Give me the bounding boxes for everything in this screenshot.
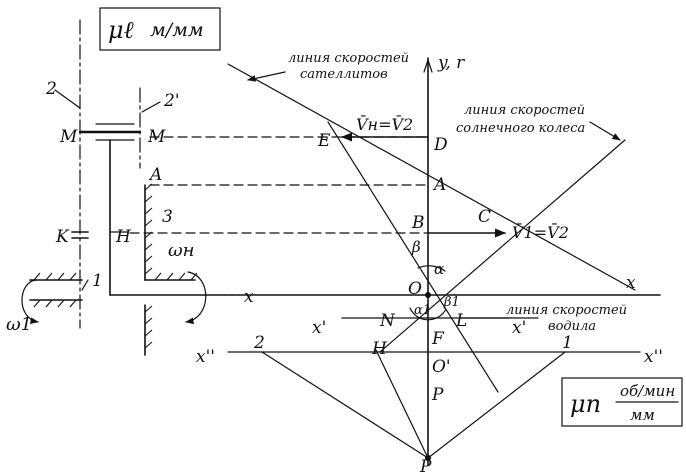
gear-1-label: 1 (92, 271, 103, 291)
axis-x1-left-label: x' (312, 318, 326, 338)
speed-point-1-label: 1 (562, 333, 573, 353)
axis-x-left-label: x (244, 287, 254, 307)
satellite-note-line2: сателлитов (300, 67, 388, 82)
point-b-label: B (411, 213, 425, 233)
axis-x1-right-label: x' (512, 318, 526, 338)
sun-note-line1: линия скоростей (464, 103, 585, 118)
angle-alpha1-label: α1 (414, 303, 431, 318)
point-f-label: F (431, 329, 445, 349)
carrier-note-line2: водила (548, 319, 596, 334)
axis-x2-left-label: x'' (196, 347, 215, 367)
point-d-label: D (433, 135, 448, 155)
axis-y-label: y, r (437, 53, 465, 73)
point-m-left-label: M (59, 127, 78, 147)
mu-l-units: м/мм (150, 19, 204, 41)
angle-beta1-label: β1 (443, 295, 460, 310)
mu-n-label: μn (570, 390, 601, 418)
point-a-label: A (432, 175, 446, 195)
velocity-plan (227, 57, 661, 466)
point-oprime-label: O' (432, 357, 451, 377)
angle-beta-label: β (411, 238, 421, 256)
diagram-labels: y, r x x x' x' x'' x'' M M K H A 2 2' 3 … (6, 51, 663, 475)
vector-vh-v2-label: V̄н=V̄2 (356, 113, 413, 134)
point-p-bottom-label: P (419, 457, 432, 475)
speed-scale-box: μn об/мин мм (561, 377, 683, 427)
point-m-right-label: M (147, 127, 166, 147)
speed-point-2-label: 2 (253, 333, 265, 353)
mu-n-units-top: об/мин (620, 382, 675, 400)
mu-l-label: μℓ (108, 16, 134, 44)
satellite-note-line1: линия скоростей (288, 51, 409, 66)
point-p-mid-label: P (431, 385, 444, 405)
length-scale-box: μℓ м/мм (99, 7, 221, 51)
omega-1-label: ω1 (6, 314, 32, 335)
carrier-note-line1: линия скоростей (506, 303, 627, 318)
axis-x2-right-label: x'' (644, 347, 663, 367)
gear-2p-label: 2' (163, 91, 180, 111)
axis-x-right-label: x (626, 273, 636, 293)
point-k-label: K (55, 227, 70, 247)
gear-3-label: 3 (162, 207, 173, 227)
sun-note-line2: солнечного колеса (456, 121, 585, 136)
point-l-label: L (455, 311, 467, 331)
mu-n-units-bottom: мм (630, 406, 655, 424)
point-o-label: O (408, 279, 422, 299)
angle-alpha-label: α (434, 260, 444, 278)
point-e-label: E (317, 131, 331, 151)
point-a-mech-label: A (148, 165, 162, 185)
vector-v1-v2-label: V̄1=V̄2 (512, 221, 569, 242)
speed-point-h-label: H (371, 339, 388, 359)
point-c-label: C (478, 207, 491, 227)
point-n-label: N (379, 311, 396, 331)
gear-2-label: 2 (45, 79, 57, 99)
omega-h-label: ωн (168, 240, 195, 261)
point-h-mech-label: H (115, 227, 132, 247)
